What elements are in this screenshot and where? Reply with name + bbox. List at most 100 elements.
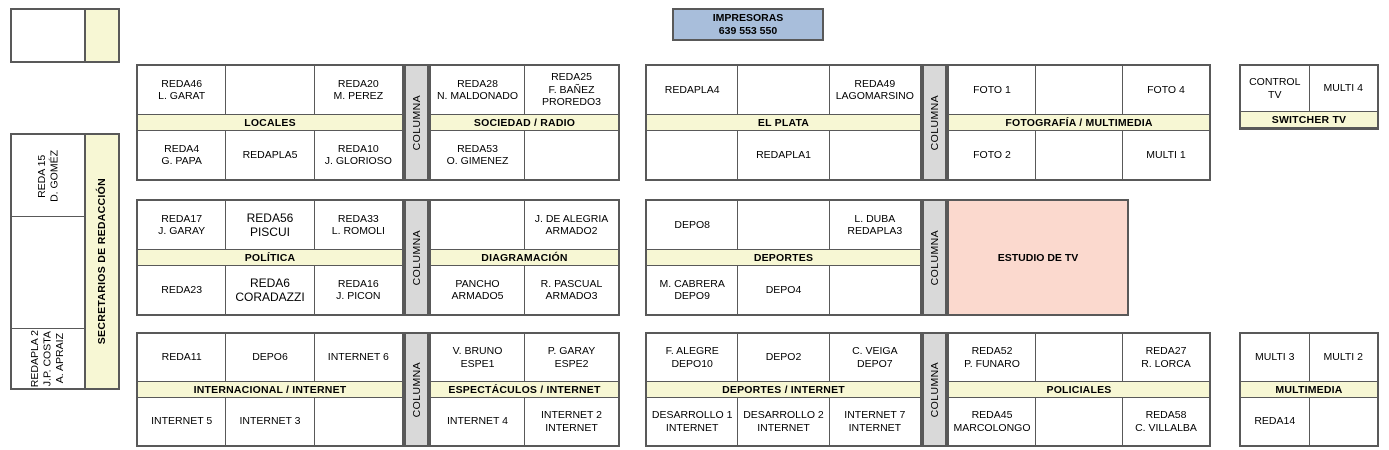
- desk-cell[interactable]: REDA49 LAGOMARSINO: [835, 77, 914, 103]
- desk-cell[interactable]: [525, 131, 618, 179]
- desk-cell[interactable]: [315, 398, 402, 445]
- desk-cell[interactable]: [12, 217, 84, 329]
- desk-cell[interactable]: MULTI 1: [1146, 148, 1186, 161]
- desk-row-top: REDA28 N. MALDONADO REDA25 F. BAÑEZ PROR…: [431, 66, 618, 114]
- desk-cell[interactable]: DEPO4: [738, 266, 830, 314]
- desk-cell[interactable]: MULTI 2: [1323, 351, 1363, 364]
- desk-cell[interactable]: REDA46 L. GARAT: [138, 66, 227, 114]
- desk-row-bottom: DESARROLLO 1 INTERNET DESARROLLO 2 INTER…: [647, 398, 920, 445]
- desk-cell[interactable]: INTERNET 4: [431, 398, 525, 445]
- desk-row-bottom: INTERNET 5 INTERNET 3: [138, 398, 402, 445]
- desk-cell[interactable]: DESARROLLO 1 INTERNET: [647, 398, 739, 445]
- desk-cell[interactable]: [1310, 398, 1378, 445]
- desk-cell[interactable]: [1036, 398, 1123, 445]
- desk-row-top: J. DE ALEGRIA ARMADO2: [431, 201, 618, 249]
- desk-row-bottom: FOTO 2 MULTI 1: [949, 131, 1209, 179]
- desk-cell[interactable]: P. GARAY ESPE2: [547, 345, 596, 370]
- desk-cell[interactable]: REDA10 J. GLORIOSO: [324, 142, 392, 168]
- desk-cell[interactable]: REDA52 P. FUNARO: [949, 334, 1036, 381]
- desk-cell[interactable]: [1036, 131, 1123, 179]
- desk-cell[interactable]: REDAPLA 2 J.P. COSTA A. APRAIZ: [29, 329, 67, 388]
- desk-cell[interactable]: REDA 15 D. GOMÉZ: [12, 135, 84, 217]
- band-label: FOTOGRAFÍA / MULTIMEDIA: [949, 114, 1209, 131]
- desk-row-bottom: REDAPLA1: [647, 131, 920, 179]
- desk-cell[interactable]: INTERNET 5: [138, 398, 227, 445]
- estudio-de-tv-label: ESTUDIO DE TV: [997, 251, 1079, 264]
- left-empty-box: [10, 8, 120, 63]
- block-internacional-internet: REDA11 DEPO6 INTERNET 6 INTERNACIONAL / …: [136, 332, 404, 447]
- desk-cell[interactable]: REDA16 J. PICON: [336, 277, 381, 303]
- desk-cell[interactable]: [738, 201, 830, 249]
- desk-row-bottom: REDA14: [1241, 398, 1377, 445]
- block-switcher-tv: CONTROL TV MULTI 4 SWITCHER TV: [1239, 64, 1379, 130]
- desk-cell[interactable]: REDA33 L. ROMOLI: [331, 212, 385, 238]
- impresoras-box: IMPRESORAS 639 553 550: [672, 8, 824, 41]
- desk-cell[interactable]: DEPO8: [647, 201, 739, 249]
- desk-cell[interactable]: [647, 131, 739, 179]
- desk-cell[interactable]: INTERNET 6: [327, 351, 389, 364]
- desk-cell[interactable]: FOTO 4: [1147, 83, 1185, 96]
- desk-cell[interactable]: [830, 131, 920, 179]
- desk-cell[interactable]: REDA28 N. MALDONADO: [431, 66, 525, 114]
- desk-cell[interactable]: DESARROLLO 2 INTERNET: [738, 398, 830, 445]
- desk-cell[interactable]: V. BRUNO ESPE1: [431, 334, 525, 381]
- desk-cell[interactable]: CONTROL TV: [1241, 66, 1310, 111]
- desk-cell[interactable]: J. DE ALEGRIA ARMADO2: [534, 212, 609, 238]
- columna-pillar: COLUMNA: [922, 332, 947, 447]
- block-fotografia-multimedia: FOTO 1 FOTO 4 FOTOGRAFÍA / MULTIMEDIA FO…: [947, 64, 1211, 181]
- desk-cell[interactable]: REDA20 M. PEREZ: [333, 77, 384, 103]
- desk-cell[interactable]: REDAPLA1: [738, 131, 830, 179]
- desk-row-top: REDA17 J. GARAY REDA56 PISCUI REDA33 L. …: [138, 201, 402, 249]
- desk-cell[interactable]: C. VEIGA DEPO7: [852, 345, 898, 370]
- desk-cell[interactable]: INTERNET 3: [226, 398, 315, 445]
- desk-row-top: V. BRUNO ESPE1 P. GARAY ESPE2: [431, 334, 618, 381]
- desk-cell[interactable]: L. DUBA REDAPLA3: [847, 212, 903, 238]
- desk-cell[interactable]: REDAPLA4: [647, 66, 739, 114]
- desk-cell[interactable]: REDA58 C. VILLALBA: [1135, 409, 1197, 434]
- desk-cell[interactable]: R. PASCUAL ARMADO3: [540, 277, 603, 303]
- band-label: DEPORTES: [647, 249, 920, 266]
- desk-cell[interactable]: DEPO6: [226, 334, 315, 381]
- desk-row-bottom: INTERNET 4 INTERNET 2 INTERNET: [431, 398, 618, 445]
- desk-cell[interactable]: REDA11: [138, 334, 227, 381]
- desk-cell[interactable]: INTERNET 2 INTERNET: [540, 409, 603, 434]
- desk-cell[interactable]: F. ALEGRE DEPO10: [647, 334, 739, 381]
- desk-cell[interactable]: INTERNET 7 INTERNET: [844, 409, 906, 434]
- block-deportes-internet: F. ALEGRE DEPO10 DEPO2 C. VEIGA DEPO7 DE…: [645, 332, 922, 447]
- desk-cell[interactable]: REDA6 CORADAZZI: [226, 266, 315, 314]
- desk-cell[interactable]: FOTO 2: [949, 131, 1036, 179]
- desk-cell[interactable]: REDA17 J. GARAY: [138, 201, 227, 249]
- left-empty-box-white: [10, 8, 86, 63]
- desk-cell[interactable]: FOTO 1: [949, 66, 1036, 114]
- desk-cell[interactable]: M. CABRERA DEPO9: [647, 266, 739, 314]
- desk-cell[interactable]: [431, 201, 525, 249]
- desk-cell[interactable]: PANCHO ARMADO5: [431, 266, 525, 314]
- columna-pillar: COLUMNA: [404, 199, 429, 316]
- desk-row-bottom: REDA45 MARCOLONGO REDA58 C. VILLALBA: [949, 398, 1209, 445]
- desk-cell[interactable]: [830, 266, 920, 314]
- desk-cell[interactable]: REDA27 R. LORCA: [1141, 345, 1191, 370]
- desk-cell[interactable]: REDA53 O. GIMENEZ: [431, 131, 525, 179]
- columna-pillar: COLUMNA: [922, 199, 947, 316]
- desk-cell[interactable]: REDA56 PISCUI: [226, 201, 315, 249]
- block-deportes: DEPO8 L. DUBA REDAPLA3 DEPORTES M. CABRE…: [645, 199, 922, 316]
- desk-cell[interactable]: [738, 66, 830, 114]
- desk-row-bottom: REDA53 O. GIMENEZ: [431, 131, 618, 179]
- desk-cell[interactable]: REDA4 G. PAPA: [138, 131, 227, 179]
- desk-cell[interactable]: REDAPLA5: [226, 131, 315, 179]
- desk-cell[interactable]: DEPO2: [738, 334, 830, 381]
- desk-cell[interactable]: REDA14: [1241, 398, 1310, 445]
- desk-cell[interactable]: [1036, 334, 1123, 381]
- desk-cell[interactable]: [1036, 66, 1123, 114]
- impresoras-numbers: 639 553 550: [718, 24, 778, 37]
- desk-cell[interactable]: [226, 66, 315, 114]
- impresoras-title: IMPRESORAS: [712, 11, 784, 24]
- desk-cell[interactable]: MULTI 4: [1323, 82, 1363, 95]
- desk-row-top: REDA46 L. GARAT REDA20 M. PEREZ: [138, 66, 402, 114]
- desk-cell[interactable]: REDA23: [138, 266, 227, 314]
- block-estudio-de-tv[interactable]: ESTUDIO DE TV: [947, 199, 1129, 316]
- block-diagramacion: J. DE ALEGRIA ARMADO2 DIAGRAMACIÓN PANCH…: [429, 199, 620, 316]
- desk-cell[interactable]: MULTI 3: [1241, 334, 1310, 381]
- desk-cell[interactable]: REDA45 MARCOLONGO: [949, 398, 1036, 445]
- desk-cell[interactable]: REDA25 F. BAÑEZ PROREDO3: [542, 71, 601, 109]
